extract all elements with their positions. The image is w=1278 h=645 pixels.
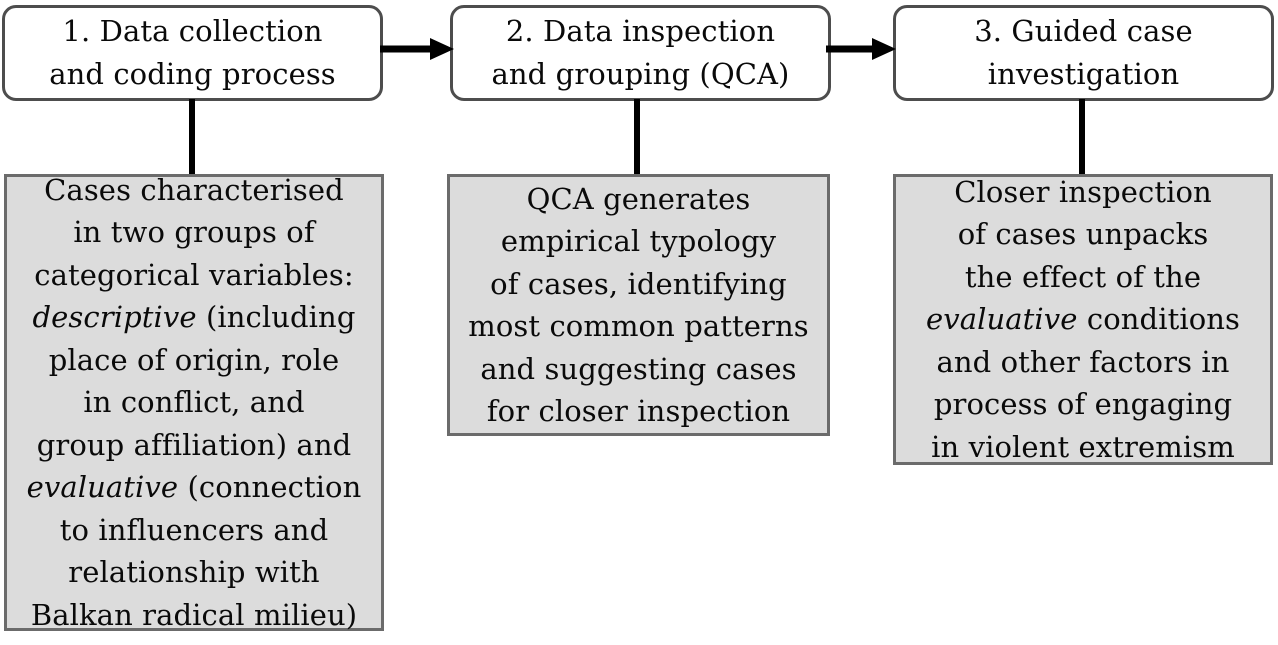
stage-box-1: 1. Data collection and coding process: [2, 5, 383, 101]
connector-stage3-to-detail3: [1079, 99, 1085, 176]
connector-stage1-to-detail1: [189, 99, 195, 176]
detail-text-1: Cases characterised in two groups of cat…: [26, 172, 362, 632]
arrow-stage1-to-stage2: [380, 38, 454, 60]
connector-stage2-to-detail2: [634, 99, 640, 176]
stage-box-2: 2. Data inspection and grouping (QCA): [450, 5, 831, 101]
detail-box-1: Cases characterised in two groups of cat…: [4, 173, 384, 632]
stage-title-1: 1. Data collection and coding process: [49, 14, 336, 91]
stage-box-3: 3. Guided case investigation: [893, 5, 1274, 101]
detail-box-3: Closer inspection of cases unpacks the e…: [893, 174, 1273, 465]
stage-title-3: 3. Guided case investigation: [974, 14, 1193, 91]
detail-text-3: Closer inspection of cases unpacks the e…: [925, 174, 1241, 464]
stage-title-2: 2. Data inspection and grouping (QCA): [491, 14, 790, 91]
arrow-stage2-to-stage3: [826, 38, 896, 60]
detail-box-2: QCA generates empirical typology of case…: [447, 174, 830, 436]
detail-text-2: QCA generates empirical typology of case…: [468, 181, 809, 429]
